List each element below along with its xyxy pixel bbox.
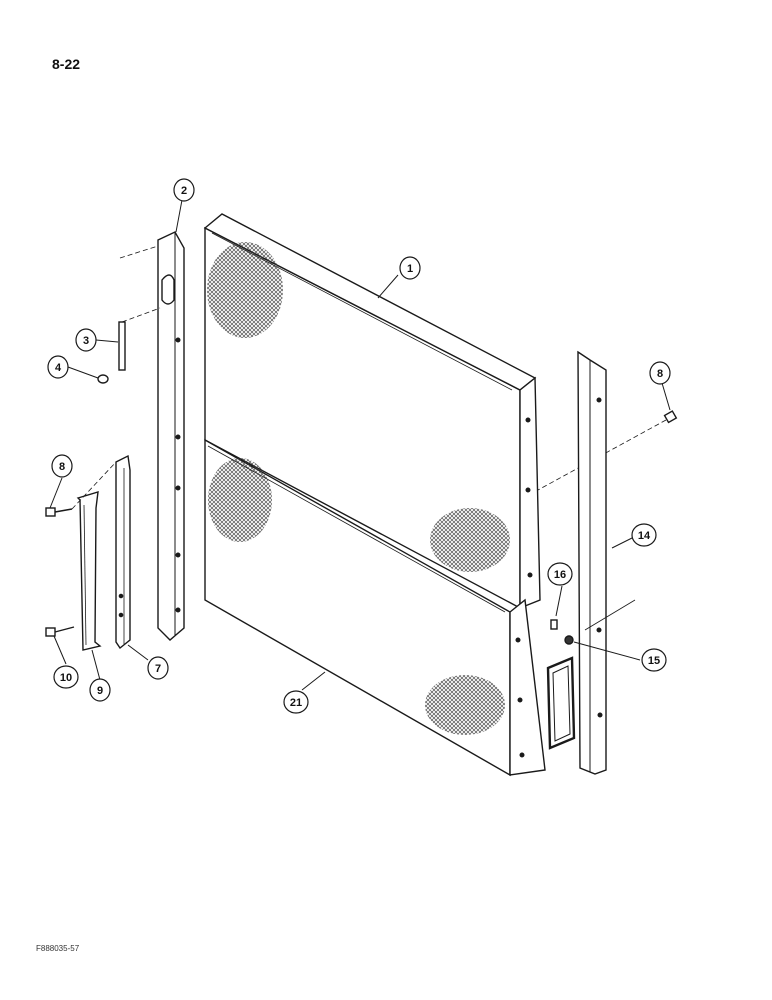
- callout-3: 3: [75, 328, 97, 352]
- callout-8-right: 8: [649, 361, 671, 385]
- bolt-10: [45, 626, 75, 637]
- upper-radiator-panel: [203, 213, 541, 610]
- callout-label: 9: [97, 685, 103, 697]
- grommet-15: [564, 635, 574, 645]
- left-mounting-angle: [157, 231, 185, 641]
- callout-label: 8: [657, 368, 663, 380]
- callout-4: 4: [47, 355, 69, 379]
- callout-label: 3: [83, 335, 89, 347]
- callout-2: 2: [173, 178, 195, 202]
- callout-16: 16: [547, 562, 573, 586]
- callout-9: 9: [89, 678, 111, 702]
- callout-label: 16: [554, 569, 566, 581]
- callout-10: 10: [53, 665, 79, 689]
- lower-radiator-panel: [204, 438, 546, 777]
- latch-16: [550, 619, 558, 630]
- upper-mesh-left: [207, 242, 283, 338]
- callout-14: 14: [631, 523, 657, 547]
- support-strap-9: [76, 491, 102, 651]
- hinge-pin: [118, 307, 161, 371]
- bolt-8-right: [537, 410, 678, 491]
- callout-label: 14: [638, 530, 651, 542]
- callout-label: 8: [59, 461, 65, 473]
- callout-label: 15: [648, 655, 660, 667]
- bolt-8-left: [45, 461, 117, 517]
- figure-code: F888035-57: [36, 944, 80, 953]
- support-bracket-7: [115, 454, 131, 650]
- lower-mesh-left: [208, 458, 272, 542]
- callout-label: 2: [181, 185, 187, 197]
- callout-leaders: [49, 199, 671, 691]
- upper-mesh-right: [430, 508, 510, 572]
- right-mounting-angle: [577, 350, 636, 775]
- retaining-clip: [97, 374, 109, 384]
- panel-handle: [546, 656, 576, 750]
- callout-7: 7: [147, 656, 169, 680]
- callout-label: 21: [290, 697, 302, 709]
- callout-21: 21: [283, 690, 309, 714]
- callout-8-left: 8: [51, 454, 73, 478]
- callout-1: 1: [399, 256, 421, 280]
- callout-label: 1: [407, 263, 413, 275]
- page-number: 8-22: [52, 56, 81, 72]
- callout-label: 4: [55, 362, 62, 374]
- callout-15: 15: [641, 648, 667, 672]
- callout-label: 10: [60, 672, 72, 684]
- callout-label: 7: [155, 663, 161, 675]
- lower-mesh-right: [425, 675, 505, 735]
